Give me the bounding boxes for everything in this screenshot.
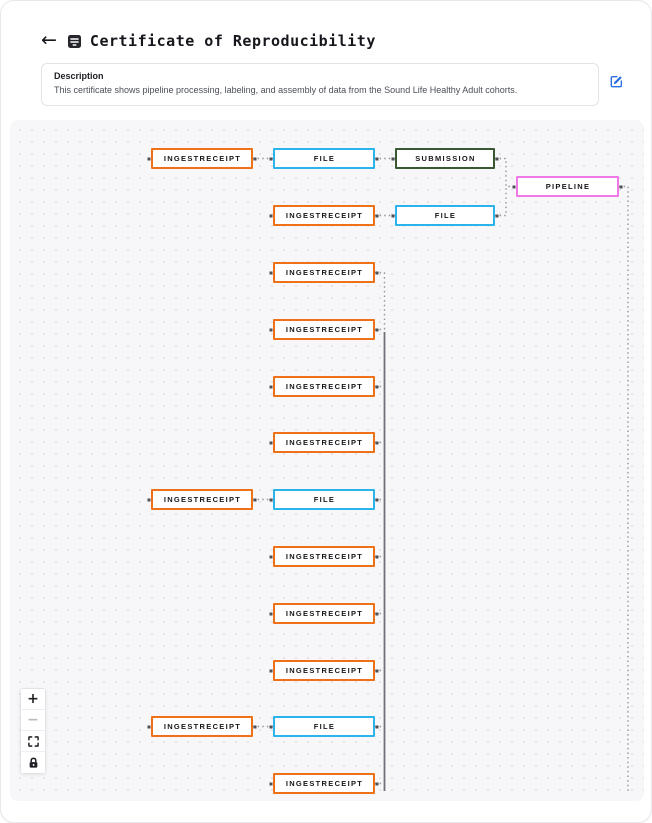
flow-node-ingestreceipt[interactable]: INGESTRECEIPT — [269, 205, 379, 226]
node-handle-left — [269, 157, 273, 160]
node-handle-left — [269, 555, 273, 558]
flow-edge — [495, 186, 507, 217]
node-handle-left — [269, 214, 273, 217]
node-handle-right — [495, 214, 499, 217]
fit-view-button[interactable] — [21, 731, 45, 752]
flow-node-ingestreceipt[interactable]: INGESTRECEIPT — [269, 546, 379, 567]
flow-node-file[interactable]: FILE — [269, 148, 379, 169]
node-handle-left — [269, 782, 273, 785]
node-handle-left — [391, 157, 395, 160]
node-handle-right — [375, 214, 379, 217]
flow-node-label: INGESTRECEIPT — [285, 609, 364, 618]
zoom-in-button[interactable]: + — [21, 689, 45, 710]
node-handle-right — [375, 612, 379, 615]
flow-node-ingestreceipt[interactable]: INGESTRECEIPT — [269, 432, 379, 453]
flow-edge — [495, 157, 516, 188]
zoom-out-button[interactable]: − — [21, 710, 45, 731]
node-handle-right — [375, 725, 379, 728]
flow-node-label: FILE — [434, 211, 457, 220]
node-handle-left — [269, 498, 273, 501]
flow-node-file[interactable]: FILE — [269, 489, 379, 510]
node-handle-left — [147, 157, 151, 160]
page-title: Certificate of Reproducibility — [89, 31, 376, 50]
node-handle-right — [375, 157, 379, 160]
flow-node-ingestreceipt[interactable]: INGESTRECEIPT — [269, 603, 379, 624]
flow-node-label: FILE — [313, 154, 336, 163]
description-text: This certificate shows pipeline processi… — [54, 85, 518, 95]
node-handle-left — [512, 185, 516, 188]
node-handle-left — [269, 725, 273, 728]
flow-node-label: PIPELINE — [545, 182, 591, 191]
flow-node-label: INGESTRECEIPT — [285, 438, 364, 447]
node-handle-right — [375, 669, 379, 672]
flow-node-submission[interactable]: SUBMISSION — [391, 148, 499, 169]
flow-node-label: INGESTRECEIPT — [163, 495, 242, 504]
flow-edge — [619, 185, 629, 791]
lock-button[interactable] — [21, 752, 45, 773]
flow-node-label: FILE — [313, 495, 336, 504]
flow-node-ingestreceipt[interactable]: INGESTRECEIPT — [269, 262, 379, 283]
lock-icon — [29, 757, 37, 768]
flow-node-file[interactable]: FILE — [391, 205, 499, 226]
node-handle-right — [375, 498, 379, 501]
flow-node-label: INGESTRECEIPT — [285, 382, 364, 391]
node-handle-right — [375, 555, 379, 558]
flow-edges-layer — [253, 157, 629, 791]
flow-node-ingestreceipt[interactable]: INGESTRECEIPT — [147, 716, 257, 737]
edit-description-button[interactable] — [610, 75, 623, 88]
node-handle-right — [253, 498, 257, 501]
flow-controls: + − — [20, 688, 46, 774]
node-handle-right — [375, 271, 379, 274]
node-handle-right — [375, 441, 379, 444]
description-row: Description This certificate shows pipel… — [1, 50, 651, 107]
flow-node-ingestreceipt[interactable]: INGESTRECEIPT — [269, 319, 379, 340]
node-handle-left — [269, 385, 273, 388]
node-handle-left — [269, 441, 273, 444]
back-button[interactable]: ← — [41, 29, 57, 51]
flow-node-label: INGESTRECEIPT — [285, 666, 364, 675]
flow-node-ingestreceipt[interactable]: INGESTRECEIPT — [147, 489, 257, 510]
node-handle-right — [253, 157, 257, 160]
flow-node-ingestreceipt[interactable]: INGESTRECEIPT — [269, 376, 379, 397]
flow-node-ingestreceipt[interactable]: INGESTRECEIPT — [269, 660, 379, 681]
node-handle-left — [269, 328, 273, 331]
flow-node-label: FILE — [313, 722, 336, 731]
flow-node-label: INGESTRECEIPT — [163, 154, 242, 163]
description-card: Description This certificate shows pipel… — [41, 63, 599, 107]
node-handle-left — [269, 271, 273, 274]
certificate-book-icon — [67, 34, 82, 49]
fit-view-icon — [27, 735, 39, 747]
flow-node-label: INGESTRECEIPT — [285, 325, 364, 334]
flow-canvas[interactable]: INGESTRECEIPT FILE SUBMISSION PIPELINE INGES… — [10, 120, 644, 801]
node-handle-right — [253, 725, 257, 728]
node-handle-left — [391, 214, 395, 217]
flow-node-label: INGESTRECEIPT — [163, 722, 242, 731]
node-handle-right — [375, 328, 379, 331]
flow-node-label: INGESTRECEIPT — [285, 552, 364, 561]
node-handle-right — [375, 385, 379, 388]
node-handle-left — [147, 725, 151, 728]
node-handle-left — [269, 612, 273, 615]
flow-node-file[interactable]: FILE — [269, 716, 379, 737]
flow-node-label: SUBMISSION — [415, 154, 476, 163]
node-handle-left — [269, 669, 273, 672]
node-handle-right — [375, 782, 379, 785]
page-header: ← Certificate of Reproducibility — [1, 1, 651, 50]
node-handle-left — [147, 498, 151, 501]
description-label: Description — [54, 71, 104, 81]
flow-node-pipeline[interactable]: PIPELINE — [512, 176, 623, 197]
flow-node-label: INGESTRECEIPT — [285, 268, 364, 277]
node-handle-right — [495, 157, 499, 160]
node-handle-right — [619, 185, 623, 188]
flow-node-label: INGESTRECEIPT — [285, 779, 364, 788]
edit-pencil-icon — [610, 75, 623, 88]
flow-node-ingestreceipt[interactable]: INGESTRECEIPT — [147, 148, 257, 169]
flow-node-label: INGESTRECEIPT — [285, 211, 364, 220]
flow-node-ingestreceipt[interactable]: INGESTRECEIPT — [269, 773, 379, 794]
